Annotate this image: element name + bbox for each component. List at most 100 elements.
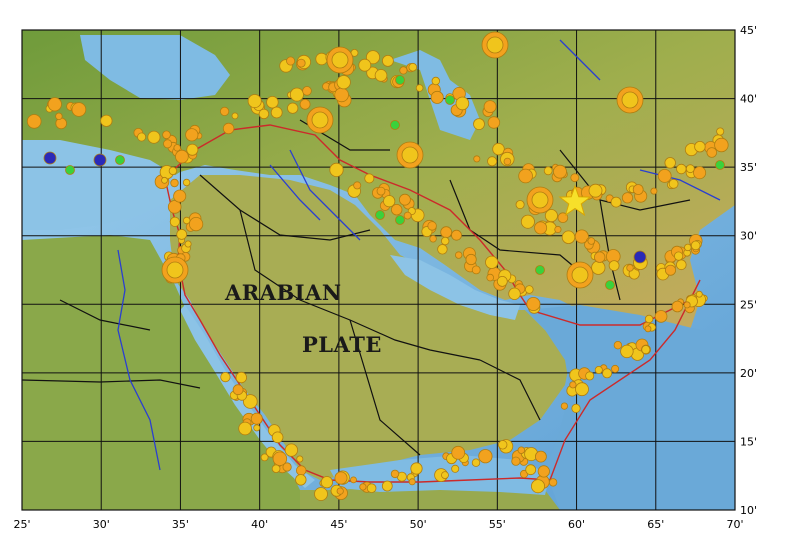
quake-marker	[694, 140, 706, 153]
quake-marker-large	[311, 111, 329, 129]
quake-marker-blue	[43, 151, 57, 165]
quake-marker	[487, 156, 498, 167]
quake-marker	[569, 381, 577, 389]
quake-marker	[429, 235, 437, 243]
quake-marker	[554, 225, 562, 234]
quake-marker	[376, 186, 386, 196]
quake-marker-large	[621, 91, 639, 109]
quake-marker	[55, 112, 63, 120]
quake-marker-green	[65, 165, 75, 175]
quake-marker-green	[395, 75, 405, 85]
quake-marker	[366, 483, 377, 494]
quake-marker	[286, 56, 296, 66]
quake-marker	[220, 371, 231, 383]
quake-marker	[561, 230, 576, 244]
quake-marker-large	[166, 261, 184, 279]
quake-marker	[260, 453, 269, 462]
quake-marker	[284, 443, 298, 457]
quake-marker	[594, 365, 603, 374]
quake-marker	[220, 106, 230, 117]
lat-tick-label: 35'	[740, 161, 757, 174]
quake-marker	[455, 251, 463, 259]
quake-marker	[222, 122, 235, 135]
lat-tick-label: 10'	[740, 504, 757, 517]
quake-marker	[471, 265, 481, 275]
quake-marker	[611, 364, 620, 373]
quake-marker	[176, 228, 188, 240]
quake-marker	[266, 95, 279, 109]
quake-marker-green	[715, 160, 725, 170]
quake-marker	[271, 431, 284, 444]
quake-marker	[334, 87, 349, 103]
quake-marker	[315, 52, 328, 66]
quake-marker	[610, 196, 622, 208]
quake-marker	[437, 244, 448, 255]
quake-marker	[685, 164, 695, 174]
quake-marker	[693, 166, 707, 180]
quake-marker	[71, 102, 87, 117]
quake-marker	[574, 229, 589, 244]
quake-marker	[299, 98, 311, 110]
quake-marker	[478, 449, 493, 464]
quake-marker	[353, 181, 362, 190]
quake-marker	[575, 382, 589, 397]
quake-marker	[665, 264, 677, 276]
quake-marker	[399, 66, 408, 75]
quake-marker	[350, 476, 357, 484]
quake-marker	[515, 200, 525, 210]
quake-marker	[258, 108, 270, 120]
persian-gulf	[390, 255, 520, 320]
quake-marker	[381, 55, 394, 67]
red-sea	[180, 305, 315, 488]
lon-tick-label: 45'	[330, 518, 347, 531]
quake-marker	[408, 62, 418, 72]
quake-marker	[232, 384, 244, 396]
quake-marker	[471, 458, 481, 467]
quake-marker	[137, 132, 147, 142]
lat-tick-label: 15'	[740, 435, 757, 448]
quake-marker	[364, 173, 375, 184]
quake-marker	[410, 462, 423, 475]
quake-marker	[520, 214, 535, 229]
quake-marker	[169, 216, 180, 227]
quake-marker	[302, 86, 312, 96]
quake-marker	[173, 144, 181, 152]
quake-marker	[585, 371, 595, 381]
quake-marker	[295, 474, 307, 486]
quake-marker	[455, 96, 470, 111]
quake-marker	[591, 260, 606, 275]
quake-marker	[451, 464, 460, 473]
quake-marker-blue	[633, 250, 647, 264]
quake-marker	[534, 221, 548, 235]
quake-marker	[690, 240, 701, 251]
quake-marker	[644, 325, 652, 333]
quake-marker	[503, 157, 512, 166]
quake-marker	[374, 69, 388, 82]
quake-marker	[359, 483, 367, 491]
quake-marker	[560, 402, 569, 410]
quake-marker	[473, 155, 481, 163]
quake-marker	[641, 345, 651, 355]
quake-marker	[314, 487, 328, 501]
quake-marker	[162, 130, 171, 140]
country-borders	[21, 119, 691, 456]
quake-marker	[186, 143, 199, 156]
region-label-arabian: ARABIAN	[224, 280, 342, 305]
quake-marker	[289, 87, 304, 102]
quake-marker	[26, 114, 42, 129]
quake-marker	[671, 300, 684, 313]
quake-marker	[684, 243, 692, 252]
quake-marker	[451, 229, 462, 241]
lat-tick-label: 40'	[740, 93, 757, 106]
quake-marker	[47, 97, 62, 112]
black-sea	[80, 35, 230, 100]
quake-marker	[668, 178, 679, 189]
quake-marker	[320, 476, 333, 489]
quake-marker	[296, 465, 307, 476]
quake-marker	[270, 106, 283, 119]
quake-marker	[531, 479, 546, 494]
quake-marker-green	[390, 120, 400, 130]
quake-marker	[247, 94, 262, 109]
latitude-tick-labels: 45'40'35'30'25'20'15'10'	[740, 24, 757, 517]
quake-marker	[525, 464, 537, 476]
